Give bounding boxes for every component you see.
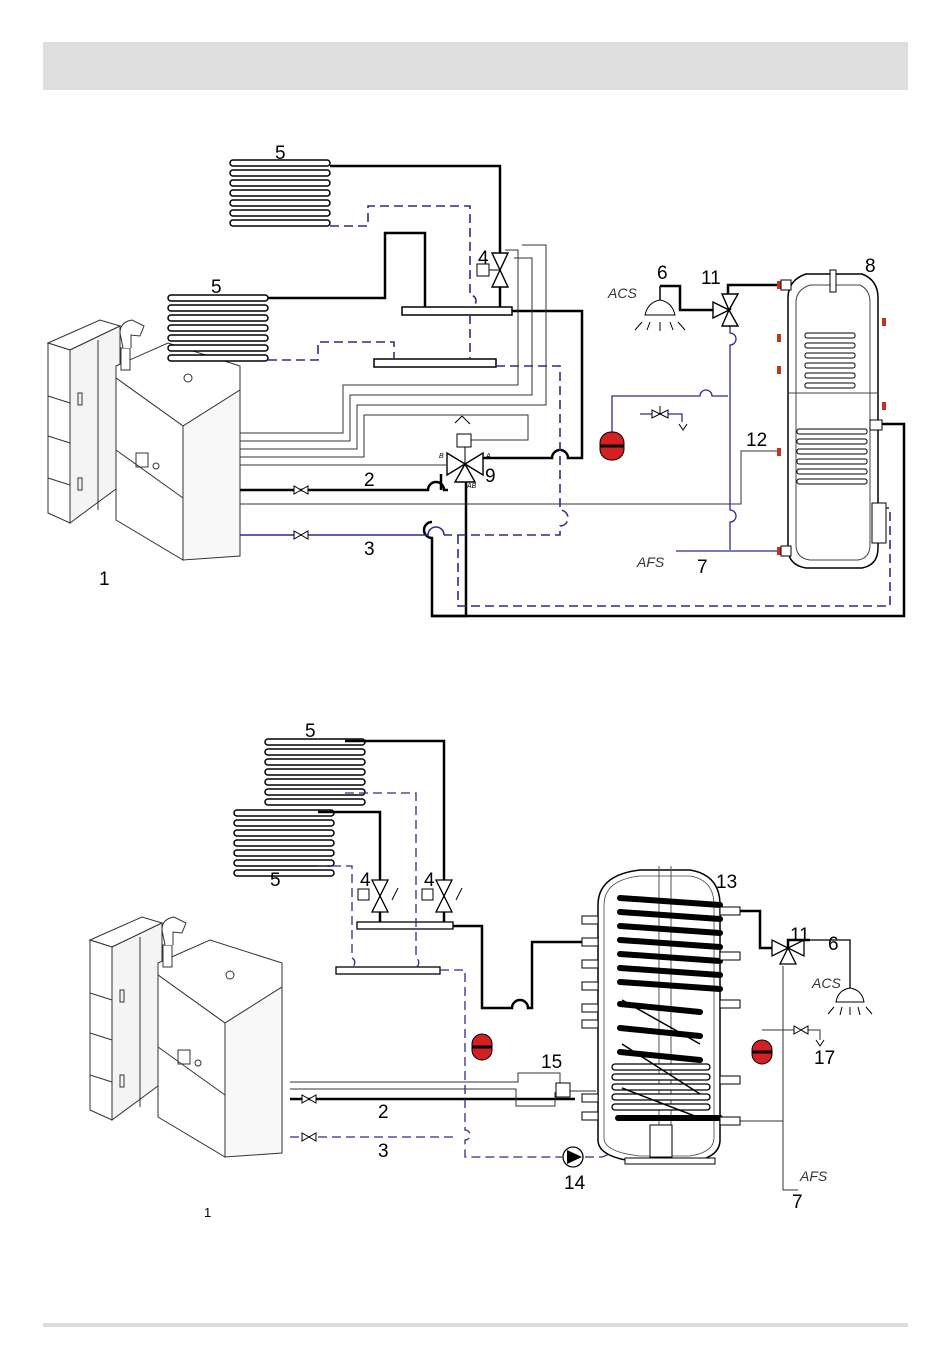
label-d2-boiler: 1 <box>204 1205 211 1220</box>
radiator-top <box>230 160 330 226</box>
text-d1-port-ab: AB <box>466 483 477 490</box>
return-main <box>240 527 444 535</box>
radiator-bottom <box>168 295 268 361</box>
solar-tank-8 <box>777 270 886 568</box>
label-d1-cold-water: 7 <box>697 557 708 578</box>
text-d2-afs: AFS <box>799 1168 828 1184</box>
label-d2-cold-water: 7 <box>792 1192 803 1213</box>
text-d2-acs: ACS <box>811 975 841 991</box>
controller-15 <box>556 1083 570 1097</box>
label-d1-boiler: 1 <box>99 569 110 590</box>
label-d1-zone-valve: 4 <box>478 248 489 269</box>
label-d2-thermostatic-valve: 11 <box>790 925 810 946</box>
label-d1-radiator-top: 5 <box>275 143 286 164</box>
text-d1-port-b: B <box>439 453 444 460</box>
ball-valves-1 <box>294 486 308 539</box>
label-d1-dhw-outlet: 6 <box>657 263 668 284</box>
text-d1-acs: ACS <box>607 285 637 301</box>
label-d1-flow: 2 <box>364 470 375 491</box>
label-d2-dhw-outlet: 6 <box>828 934 839 955</box>
label-d2-safety-valve: 17 <box>814 1048 835 1069</box>
label-d1-sensor: 12 <box>746 430 767 451</box>
flow-pipes-2 <box>290 741 810 1099</box>
shower-head-6a <box>635 286 685 331</box>
label-d1-mixing-valve: 9 <box>485 466 496 487</box>
control-lines <box>240 245 778 504</box>
label-d2-flow: 2 <box>378 1102 389 1123</box>
flow-manifold-2 <box>357 922 453 929</box>
radiator-2-top <box>265 739 365 805</box>
label-d2-zone-valve-right: 4 <box>424 870 435 891</box>
diagram2: 5 5 4 4 13 11 6 ACS 15 17 2 3 14 AFS 7 1 <box>90 721 872 1220</box>
label-d2-radiator-top: 5 <box>305 721 316 742</box>
text-d1-afs: AFS <box>636 554 665 570</box>
diagram1: 5 5 4 6 11 8 12 2 9 3 1 7 ACS AFS B A AB <box>48 143 904 616</box>
label-d1-radiator-bottom: 5 <box>211 277 222 298</box>
label-d2-buffer-tank: 13 <box>716 872 737 893</box>
return-manifold <box>374 359 496 367</box>
flow-manifold <box>402 307 512 315</box>
boiler-2 <box>90 917 282 1157</box>
thermostatic-valve-11a <box>713 294 738 326</box>
buffer-tank-13 <box>582 866 740 1164</box>
label-d1-solar-tank: 8 <box>865 256 876 277</box>
label-d2-radiator-left: 5 <box>270 870 281 891</box>
label-d2-controller: 15 <box>541 1052 562 1073</box>
label-d2-return: 3 <box>378 1141 389 1162</box>
mixing-valve-9 <box>447 416 483 482</box>
label-d2-pump: 14 <box>564 1173 586 1194</box>
label-d1-thermostatic-valve: 11 <box>701 268 721 289</box>
text-d1-port-a: A <box>485 453 491 460</box>
pump-14 <box>563 1147 583 1167</box>
label-d2-zone-valve-left: 4 <box>360 870 371 891</box>
ball-valves-2 <box>302 1095 316 1141</box>
label-d1-return: 3 <box>364 539 375 560</box>
expansion-tank-2a <box>472 1034 492 1060</box>
return-manifold-2 <box>336 967 440 974</box>
